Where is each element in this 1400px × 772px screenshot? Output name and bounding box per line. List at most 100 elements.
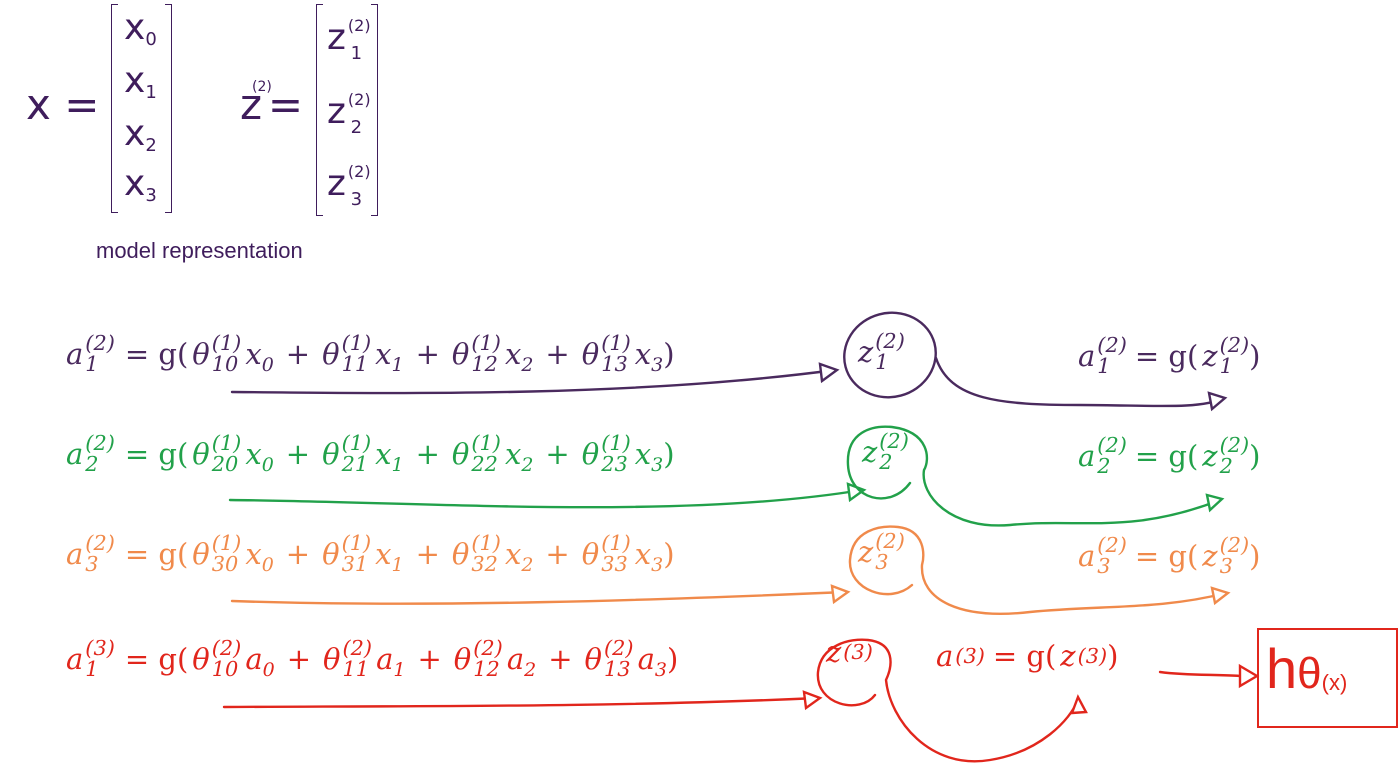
var-sub: 2 [521, 453, 534, 476]
sym-sup: (1) [471, 531, 501, 555]
theta-weight: θ(1)30 [192, 531, 242, 577]
sym-base: θ [192, 641, 210, 676]
term-variable: x1 [375, 539, 403, 575]
term-variable: x3 [634, 336, 664, 376]
x-arg: (x) [1321, 670, 1348, 695]
var-base: x [375, 436, 392, 471]
equation-close: ) [663, 336, 675, 371]
element-sub: 3 [145, 185, 157, 206]
sym-sup: (1) [211, 531, 242, 555]
var-base: x [504, 536, 522, 571]
sym-base: a [66, 336, 84, 371]
hypothesis-output: hθ(x) [1266, 636, 1347, 701]
plus-sign: + [415, 436, 440, 471]
sym-scripts: (2)1 [1097, 335, 1127, 377]
term-variable: a3 [638, 644, 667, 680]
sym-scripts: (1)13 [601, 333, 631, 375]
element-sub: 1 [145, 82, 157, 103]
sym-sup: (1) [211, 431, 242, 455]
result-g-open: = g( [992, 639, 1057, 673]
sym-base: θ [581, 436, 600, 471]
var-sub: 1 [393, 658, 406, 681]
result-close: ) [1249, 538, 1261, 573]
sym-base: z [1202, 438, 1218, 473]
sym-sub: 1 [85, 351, 99, 376]
equation-close: ) [663, 536, 675, 571]
sym-base: θ [584, 641, 602, 676]
sym-sub: 32 [471, 551, 498, 576]
node-z-1: z(2)1 [858, 331, 905, 375]
sym-sub: 3 [1097, 553, 1111, 578]
theta-weight: θ(2)10 [192, 638, 242, 682]
var-sub: 1 [391, 353, 404, 376]
sym-sup: (1) [341, 531, 372, 555]
var-base: x [504, 436, 522, 471]
element-sub: 0 [145, 29, 157, 50]
z-vector-label: z(2)= [240, 79, 304, 129]
sym-sub: 10 [211, 351, 239, 376]
equation-lhs: a(2)2 [66, 433, 115, 477]
result-lhs: a(2)3 [1078, 535, 1127, 579]
theta-weight: θ(2)11 [323, 638, 372, 682]
theta-weight: θ(1)13 [582, 333, 631, 377]
element-base: z [327, 17, 346, 58]
sym-sup: (2) [879, 429, 909, 453]
var-sub: 0 [261, 353, 274, 376]
z-vector-element: z(2)3 [327, 164, 380, 209]
sym-sub: 1 [85, 656, 99, 681]
var-sub: 3 [651, 353, 664, 376]
h-letter: h [1266, 637, 1298, 700]
node-symbol: z(3) [826, 638, 873, 667]
sym-scripts: (1)31 [342, 533, 372, 575]
element-base: x [124, 113, 146, 154]
sym-base: z [862, 434, 878, 469]
sym-base: a [1078, 438, 1096, 473]
sym-base: z [1060, 639, 1076, 673]
result-close: ) [1249, 438, 1261, 473]
x-vector-label: x = [26, 80, 100, 129]
var-base: x [634, 336, 652, 371]
sym-scripts: (1)22 [471, 433, 501, 475]
sym-sub: 11 [342, 656, 370, 681]
plus-sign: + [417, 641, 442, 676]
node-z-3: z(2)3 [858, 531, 905, 575]
theta-weight: θ(1)21 [322, 433, 371, 477]
sym-sub: 31 [341, 551, 369, 576]
equation-close: ) [663, 436, 675, 471]
sym-base: z [1202, 338, 1218, 373]
equation-g-open: = g( [124, 436, 189, 471]
sym-scripts: (2)1 [875, 331, 905, 373]
var-base: x [634, 436, 652, 471]
result-arg: z(2)3 [1202, 535, 1249, 579]
x-vector-element: x2 [124, 116, 157, 155]
term-variable: a2 [507, 644, 536, 680]
z-vector-element: z(2)2 [327, 92, 380, 137]
term-variable: x0 [245, 339, 274, 376]
sym-scripts: (2)3 [1097, 535, 1127, 577]
caption: model representation [96, 238, 303, 263]
sym-sub: 20 [211, 451, 239, 476]
hypothesis-box [1257, 628, 1398, 728]
sym-scripts: (2)10 [212, 638, 242, 680]
equation-close: ) [666, 641, 679, 676]
theta-weight: θ(2)13 [584, 638, 634, 682]
result-equation-2: a(2)2= g(z(2)2) [1078, 435, 1261, 479]
sym-base: θ [323, 641, 341, 676]
element-sup: (2) [347, 90, 371, 109]
z-vector-sup: (2) [252, 79, 272, 95]
term-variable: x1 [375, 339, 404, 376]
theta-weight: θ(1)32 [452, 531, 501, 577]
var-sub: 1 [391, 453, 404, 476]
sym-scripts: (2)2 [1220, 435, 1250, 477]
sym-sup: (1) [601, 531, 631, 555]
term-variable: x3 [635, 539, 663, 575]
sym-scripts: (1)23 [601, 433, 631, 475]
sym-scripts: (2)13 [604, 638, 634, 680]
result-close: ) [1249, 338, 1261, 373]
sym-scripts: (1)12 [471, 333, 501, 375]
result-g-open: = g( [1134, 438, 1199, 473]
sym-sub: 1 [1097, 353, 1111, 378]
term-variable: x2 [505, 339, 533, 375]
theta-weight: θ(1)23 [581, 433, 631, 477]
